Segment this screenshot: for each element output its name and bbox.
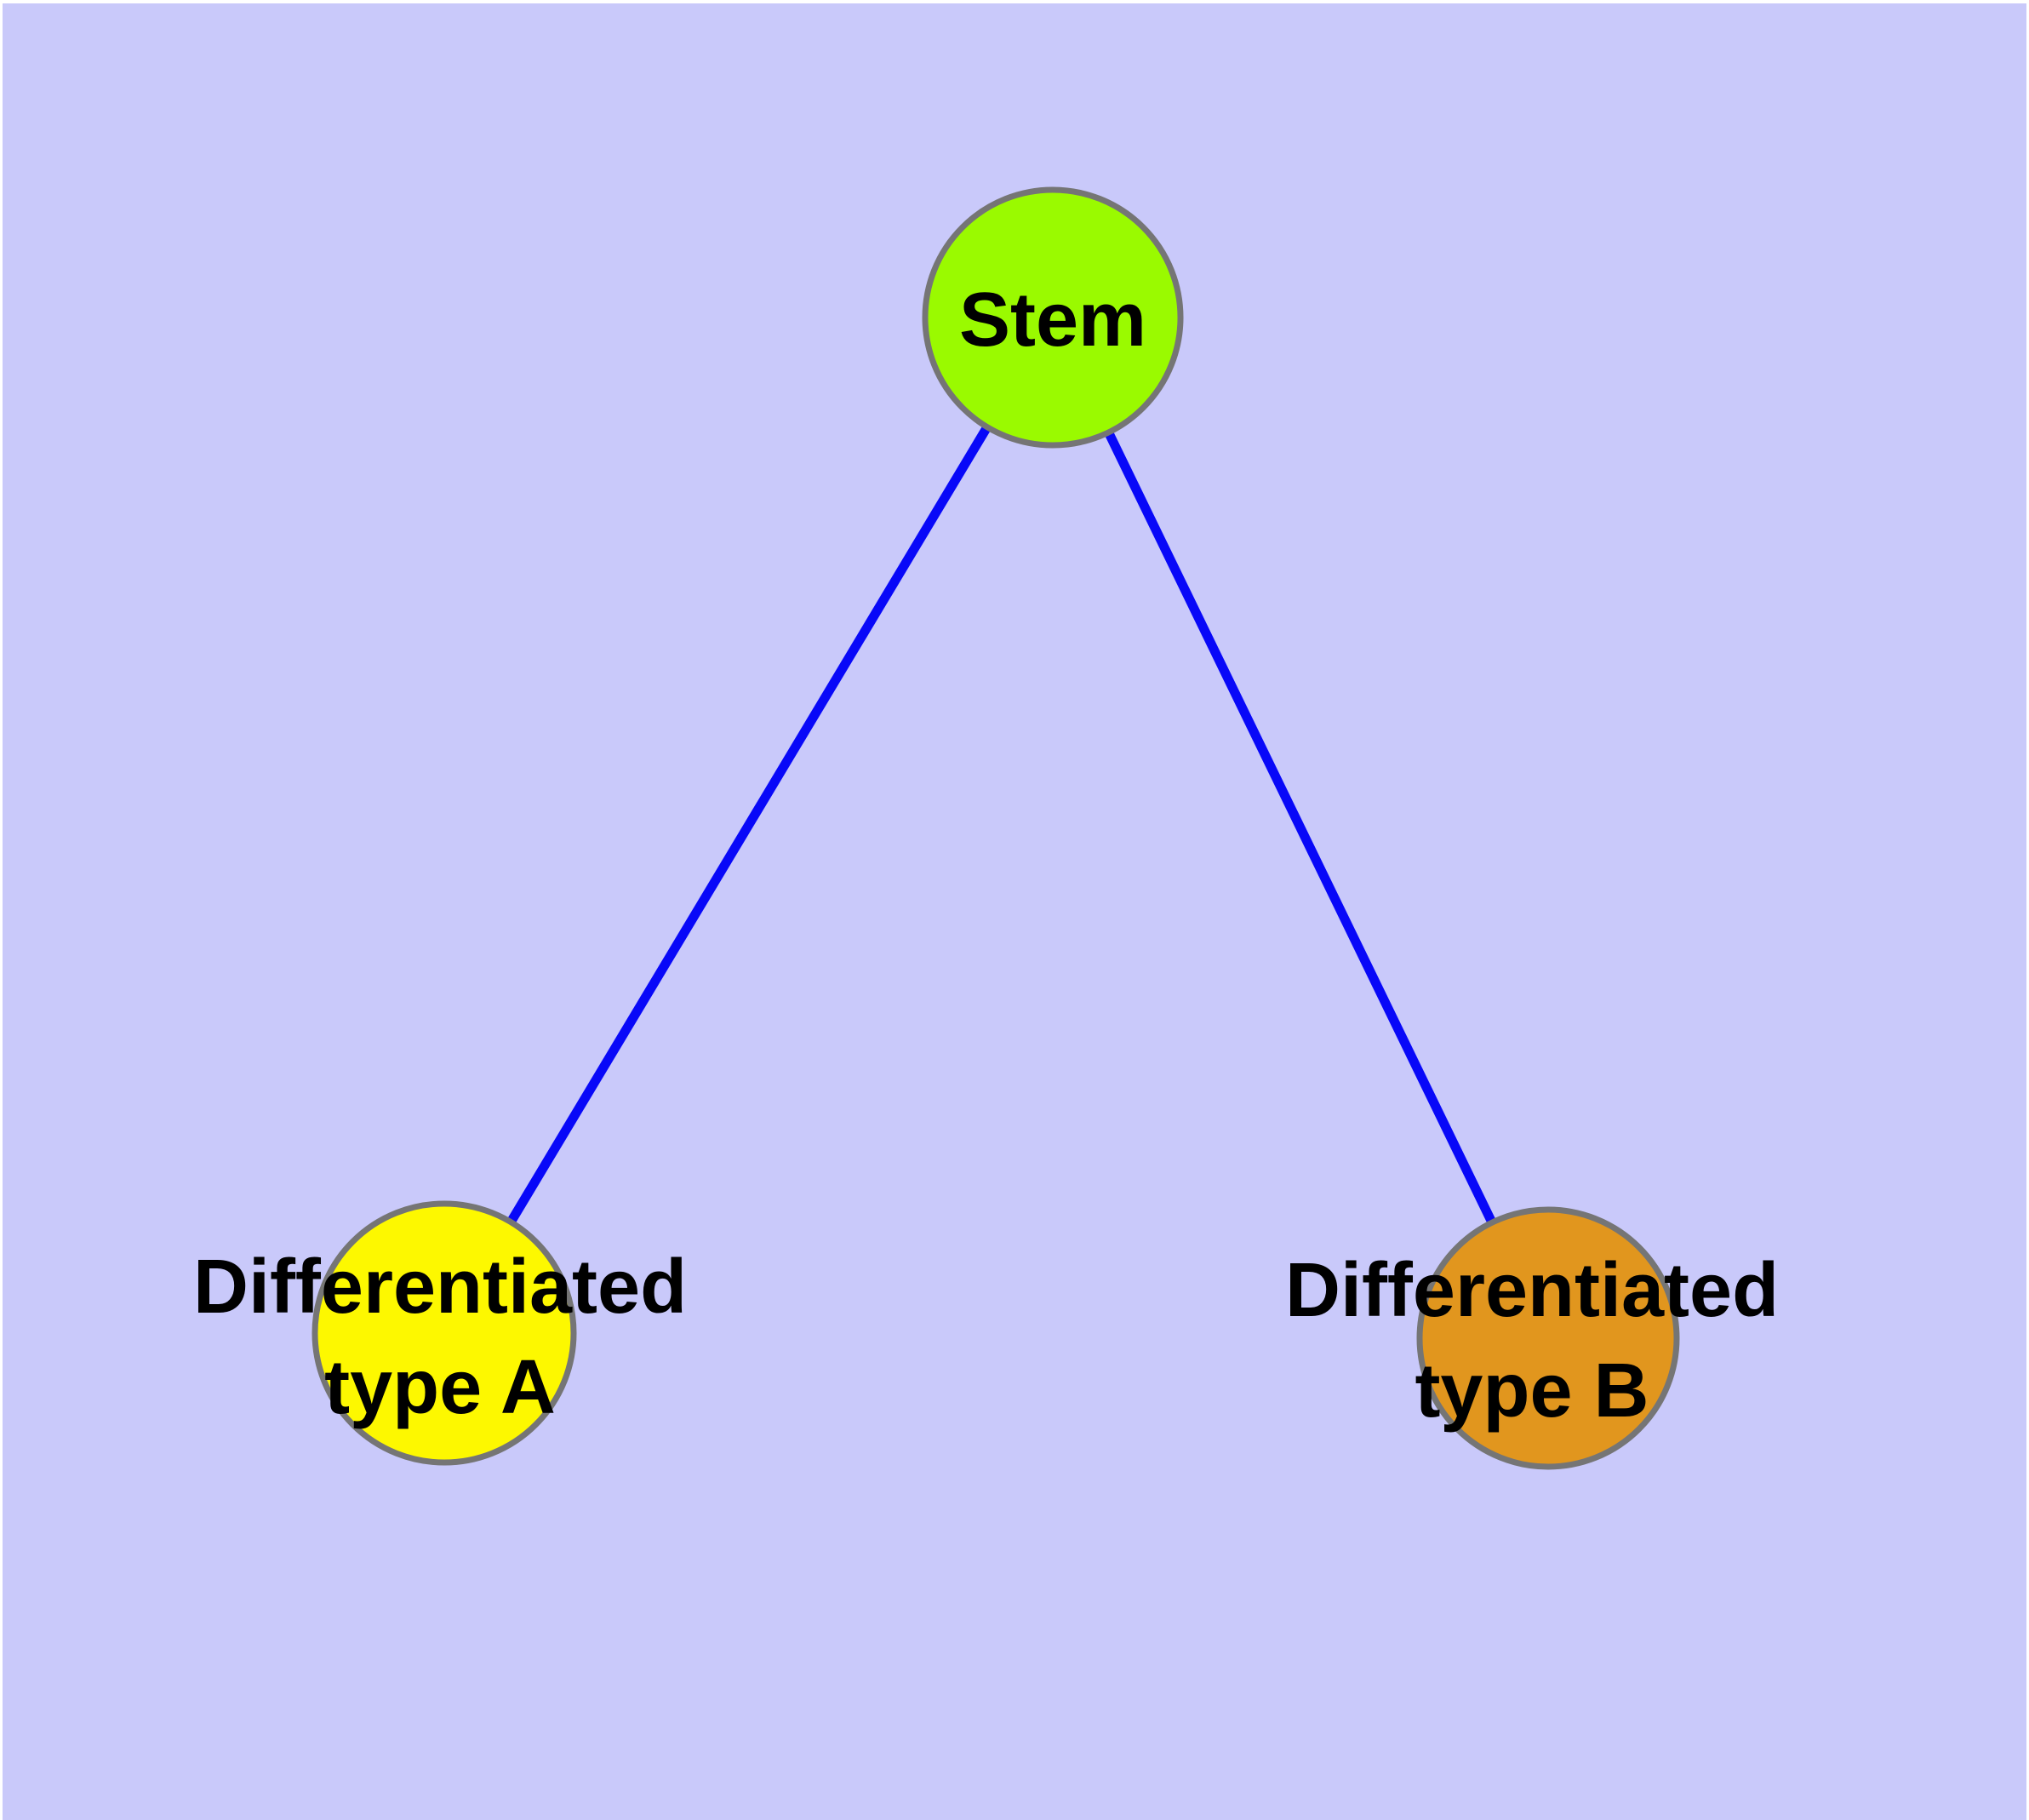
node-stem-circle xyxy=(922,186,1184,449)
node-type-b-label-line-2: type B xyxy=(1415,1348,1649,1434)
node-type-b-label: Differentiated type B xyxy=(1285,1241,1779,1442)
node-type-a-label-line-1: Differentiated xyxy=(192,1245,688,1331)
node-stem-label: Stem xyxy=(959,271,1146,371)
node-type-a-circle xyxy=(311,1200,577,1466)
node-stem-label-line-1: Stem xyxy=(958,278,1147,363)
node-type-a-label: Differentiated type A xyxy=(193,1238,687,1439)
node-type-b-label-line-1: Differentiated xyxy=(1284,1248,1780,1334)
edge-stem-to-type-b xyxy=(1049,315,1552,1341)
node-type-b-circle xyxy=(1416,1206,1680,1470)
edge-stem-to-type-a xyxy=(440,315,1057,1336)
node-type-a-label-line-2: type A xyxy=(324,1345,556,1430)
